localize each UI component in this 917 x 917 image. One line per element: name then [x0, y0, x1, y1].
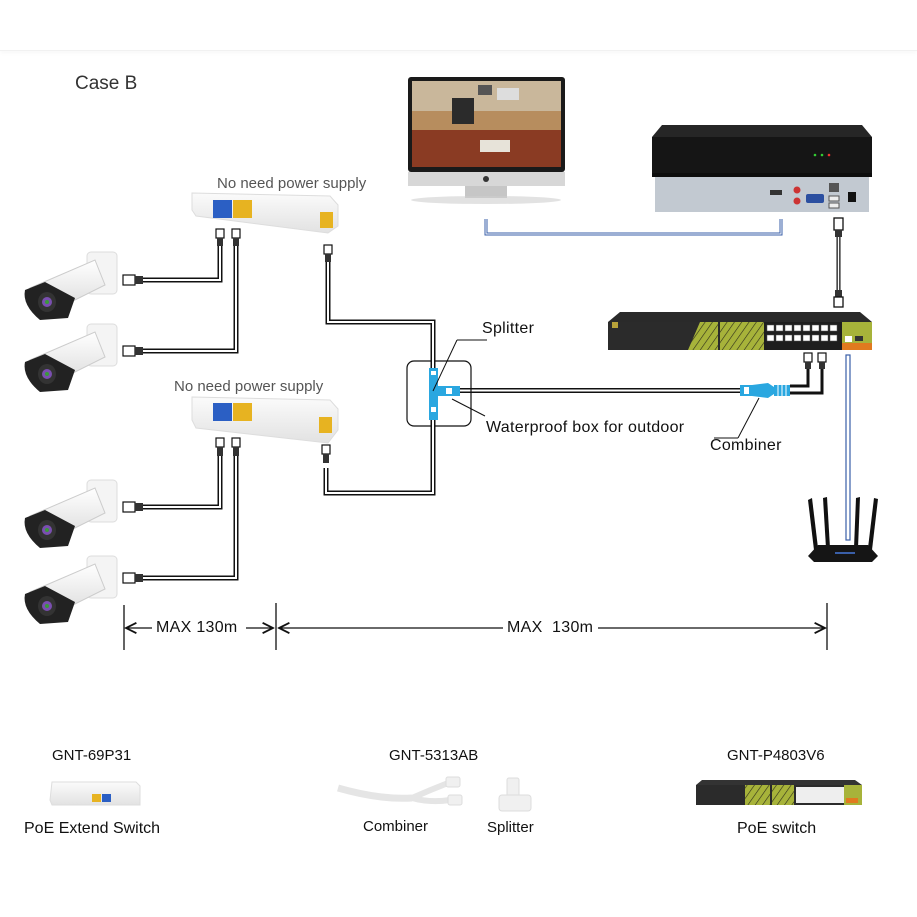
nvr-switch-cable	[833, 217, 844, 308]
poe-switch	[608, 312, 872, 350]
dimension-lines	[123, 603, 828, 650]
poe-extender-2	[191, 396, 339, 463]
waterproof-box-callout: Waterproof box for outdoor	[486, 419, 685, 436]
distance-camera-extender: MAX 130m	[156, 619, 238, 636]
combiner	[740, 383, 790, 398]
legend-caption-splitter: Splitter	[487, 819, 534, 836]
combiner-callout: Combiner	[710, 437, 782, 454]
legend-caption-extender: PoE Extend Switch	[24, 820, 161, 837]
poe-extender-1	[191, 192, 339, 262]
legend-model-extender: GNT-69P31	[52, 747, 132, 764]
switch-router-link	[845, 354, 851, 541]
monitor	[408, 77, 565, 204]
camera-2	[24, 323, 143, 392]
apple-logo-icon	[483, 176, 489, 182]
legend-model-poe-switch: GNT-P4803V6	[727, 747, 825, 764]
splitter	[429, 368, 460, 420]
camera-1	[24, 251, 143, 320]
nvr	[652, 125, 872, 212]
legend-splitter-image	[498, 777, 532, 812]
legend-model-combiner-splitter: GNT-5313AB	[389, 747, 479, 764]
camera-3	[24, 479, 143, 548]
splitter-callout: Splitter	[482, 320, 535, 337]
legend-caption-combiner: Combiner	[363, 818, 429, 835]
legend-extender-image	[49, 781, 141, 806]
router	[808, 497, 878, 562]
case-title: Case B	[75, 73, 138, 94]
monitor-nvr-link	[484, 219, 783, 236]
top-band	[0, 0, 917, 51]
legend-combiner-image	[337, 776, 463, 806]
waterproof-box	[406, 360, 472, 427]
extender-2-label: No need power supply	[174, 378, 324, 395]
legend-poe-switch-image	[696, 780, 862, 805]
switch-combiner-cables	[790, 352, 827, 395]
extender-1-label: No need power supply	[217, 175, 367, 192]
camera-4	[24, 555, 143, 624]
legend-caption-poe-switch: PoE switch	[737, 820, 817, 837]
distance-extender-router: MAX 130m	[507, 619, 594, 636]
